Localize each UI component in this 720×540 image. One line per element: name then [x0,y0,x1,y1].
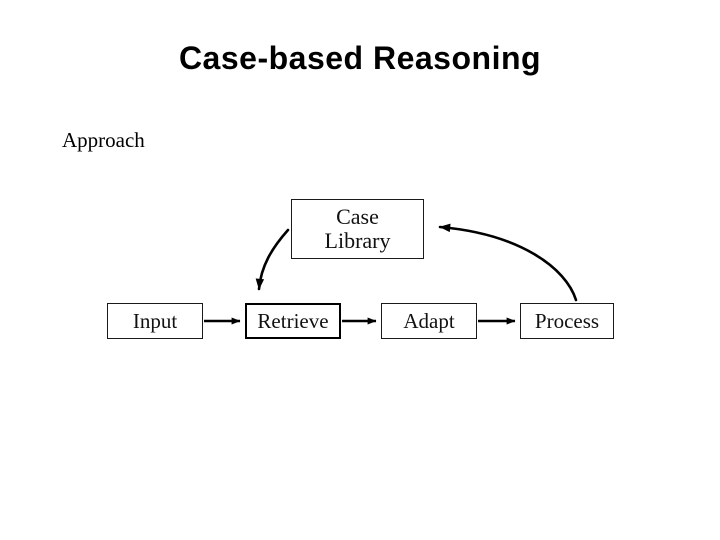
node-process-label: Process [534,308,600,333]
node-case-library-label-line2: Library [324,228,391,253]
node-case-library[interactable]: Case Library [291,199,424,259]
node-input-label: Input [132,308,178,333]
node-retrieve-label: Retrieve [257,308,329,333]
node-adapt-label: Adapt [403,308,455,333]
node-input[interactable]: Input [107,303,203,339]
node-retrieve[interactable]: Retrieve [245,303,341,339]
edge-process-to-case-library [438,223,578,302]
node-process[interactable]: Process [520,303,614,339]
page-title: Case-based Reasoning [178,40,542,76]
node-adapt[interactable]: Adapt [381,303,477,339]
node-case-library-label-line1: Case [336,204,379,230]
edge-case-library-to-retrieve [255,228,290,291]
slide-subtitle: Approach [62,128,145,152]
